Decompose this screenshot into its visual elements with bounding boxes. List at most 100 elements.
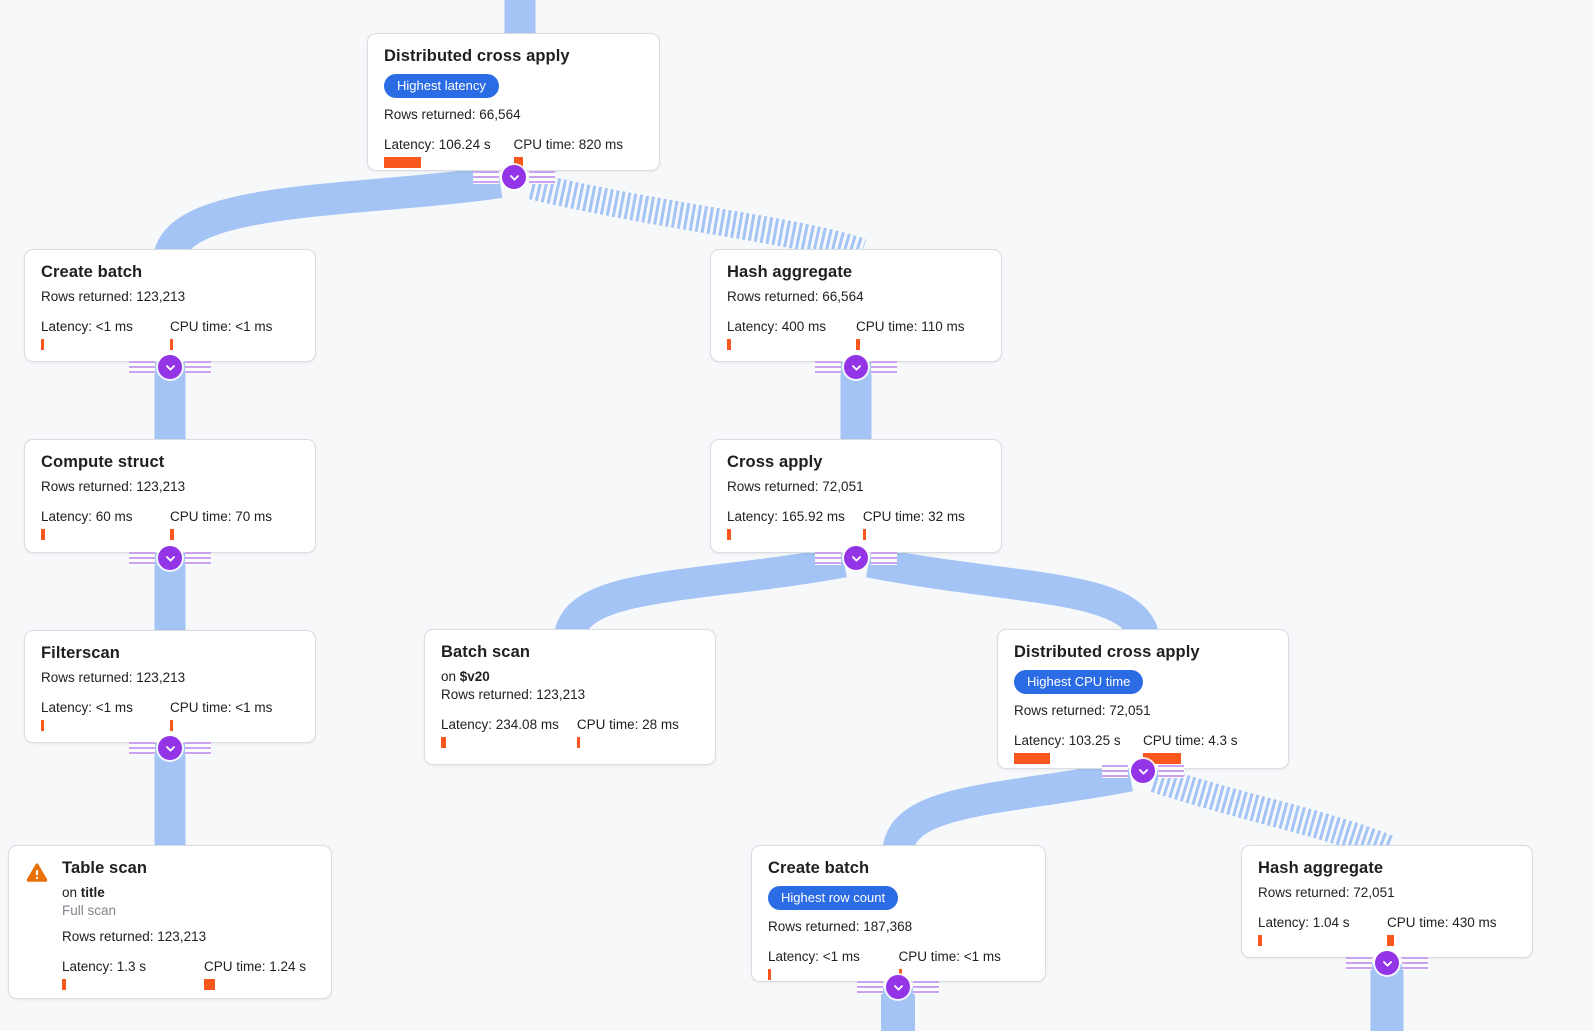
node-note: Full scan [62,903,117,918]
cpu-time-metric: CPU time: 4.3 s [1143,733,1254,764]
latency-bar [727,339,731,350]
cpu-time-bar [170,529,174,540]
connector-stripe-right [185,741,211,755]
connector-stripe-right [1402,956,1428,970]
cpu-time-metric: CPU time: 430 ms [1387,915,1498,946]
collapse-chevron-icon[interactable] [844,355,868,379]
cpu-time-value: CPU time: 4.3 s [1143,733,1238,748]
cpu-time-value: CPU time: 430 ms [1387,915,1497,930]
cpu-time-value: CPU time: <1 ms [170,319,273,334]
node-title: Batch scan [441,643,531,661]
node-badge: Highest latency [384,74,499,98]
node-metrics: Latency: 234.08 ms CPU time: 28 ms [441,717,699,748]
rows-returned: Rows returned: 123,213 [62,929,207,944]
connector-hash-aggregate-2[interactable] [1346,951,1428,975]
collapse-chevron-icon[interactable] [886,975,910,999]
latency-metric: Latency: 400 ms [727,319,838,350]
connector-stripe-left [815,360,841,374]
connector-stripe-right [529,170,555,184]
collapse-chevron-icon[interactable] [502,165,526,189]
cpu-time-value: CPU time: 110 ms [856,319,965,334]
node-badge-row: Highest row count [768,885,1029,919]
cpu-time-metric: CPU time: 1.24 s [204,959,328,990]
latency-bar [727,529,731,540]
cpu-time-value: CPU time: <1 ms [170,700,273,715]
cpu-time-value: CPU time: <1 ms [898,949,1001,964]
collapse-chevron-icon[interactable] [158,546,182,570]
connector-stripe-right [871,551,897,565]
rows-returned: Rows returned: 123,213 [441,687,586,702]
cpu-time-bar [170,339,173,350]
cpu-time-bar [1387,935,1394,946]
node-title: Table scan [62,859,148,877]
collapse-chevron-icon[interactable] [1131,759,1155,783]
node-title: Distributed cross apply [384,47,570,65]
rows-returned: Rows returned: 123,213 [41,670,186,685]
latency-value: Latency: 234.08 ms [441,717,559,732]
cpu-time-value: CPU time: 28 ms [576,717,679,732]
latency-metric: Latency: 234.08 ms [441,717,559,748]
latency-bar [441,737,446,748]
edge-dca2-to-hash-aggregate-2 [1150,766,1395,862]
latency-metric: Latency: 165.92 ms [727,509,845,540]
connector-stripe-left [1346,956,1372,970]
cpu-time-value: CPU time: 1.24 s [204,959,307,974]
edge-cross-apply-to-batch-scan [554,546,847,639]
node-title: Hash aggregate [727,263,853,281]
collapse-chevron-icon[interactable] [1375,951,1399,975]
latency-metric: Latency: <1 ms [41,700,152,731]
node-metrics: Latency: 400 ms CPU time: 110 ms [727,319,985,350]
cpu-time-metric: CPU time: <1 ms [170,700,281,731]
connector-stripe-left [473,170,499,184]
connector-root[interactable] [473,165,555,189]
cpu-time-metric: CPU time: 28 ms [576,717,681,748]
latency-metric: Latency: 1.04 s [1258,915,1369,946]
collapse-chevron-icon[interactable] [844,546,868,570]
latency-bar [1258,935,1262,946]
connector-stripe-left [1102,764,1128,778]
latency-value: Latency: <1 ms [41,700,133,715]
latency-bar [62,979,66,990]
node-badge: Highest CPU time [1014,670,1144,694]
connector-compute-struct[interactable] [129,546,211,570]
collapse-chevron-icon[interactable] [158,355,182,379]
connector-stripe-left [815,551,841,565]
rows-returned: Rows returned: 66,564 [384,107,521,122]
connector-create-batch-2[interactable] [857,975,939,999]
rows-returned: Rows returned: 123,213 [41,479,186,494]
latency-bar [41,529,45,540]
latency-metric: Latency: 103.25 s [1014,733,1125,764]
connector-cross-apply[interactable] [815,546,897,570]
latency-metric: Latency: <1 ms [41,319,152,350]
node-badge-row: Highest CPU time [1014,669,1272,703]
connector-stripe-right [185,360,211,374]
collapse-chevron-icon[interactable] [158,736,182,760]
latency-value: Latency: 1.3 s [62,959,147,974]
connector-filterscan[interactable] [129,736,211,760]
cpu-time-bar [513,157,523,168]
connector-distributed-cross-apply-2[interactable] [1102,759,1184,783]
connector-create-batch[interactable] [129,355,211,379]
connector-hash-aggregate[interactable] [815,355,897,379]
edge-root-to-hash-aggregate [528,172,867,265]
latency-bar [41,339,44,350]
edge-cross-apply-to-distributed-cross-apply-2 [865,546,1158,640]
edge-root-to-create-batch [154,166,503,261]
connector-stripe-right [185,551,211,565]
